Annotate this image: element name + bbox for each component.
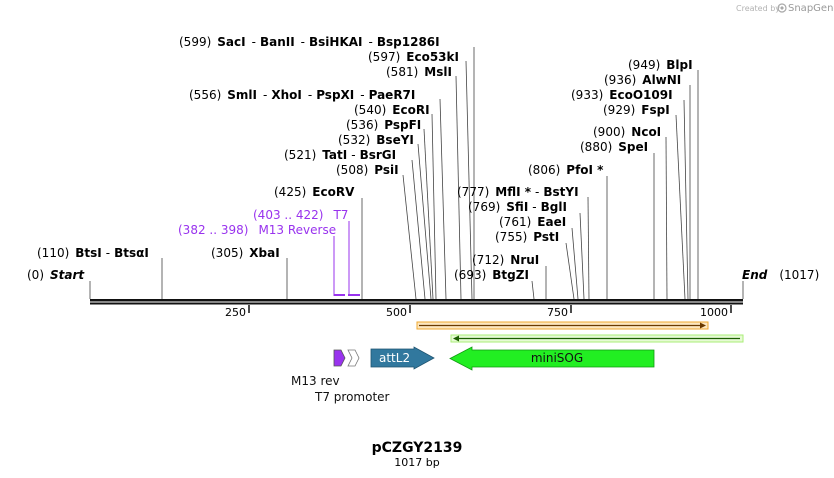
site-line-ncoi (665, 136, 668, 300)
site-label-eaei[interactable]: (761)EaeI (499, 215, 566, 229)
orf-forward-arrow-icon (700, 322, 706, 329)
site-label-psti[interactable]: (755)PstI (495, 230, 559, 244)
site-label-alwni[interactable]: (936)AlwNI (604, 73, 681, 87)
features: attL2 miniSOG M13 rev T7 promoter (291, 346, 655, 404)
site-label-psii[interactable]: (508)PsiI (336, 163, 399, 177)
site-label-tati[interactable]: (521)TatI-BsrGI (284, 148, 396, 162)
site-line-msli (455, 75, 462, 300)
snapgene-logo-icon (777, 3, 787, 13)
ruler-label-500: 500 (386, 306, 407, 319)
orf-reverse-arrow-icon (453, 335, 459, 342)
plasmid-length: 1017 bp (394, 456, 439, 469)
m13-rev-label: M13 rev (291, 374, 340, 388)
minisog-label: miniSOG (531, 351, 583, 365)
minisog-feature[interactable] (449, 346, 655, 371)
attl2-feature[interactable] (370, 346, 435, 370)
site-label-ecorv[interactable]: (425)EcoRV (274, 185, 355, 199)
created-by-label: Created by (736, 4, 780, 13)
site-label-ecori[interactable]: (540)EcoRI (354, 103, 430, 117)
site-label-ncoi[interactable]: (900)NcoI (593, 125, 661, 139)
plasmid-name: pCZGY2139 (372, 440, 463, 456)
backbone (90, 299, 743, 305)
site-label-btsi[interactable]: (110)BtsI-BtsαI (37, 246, 149, 260)
site-line-bseyi (417, 143, 432, 300)
end-label: End(1017) (742, 268, 819, 282)
primer-bar-t7[interactable] (348, 294, 360, 296)
site-label-msli[interactable]: (581)MslI (386, 65, 452, 79)
snapgene-branding: Created by SnapGene (736, 3, 834, 14)
site-label-nrui[interactable]: (712)NruI (472, 253, 539, 267)
site-label-blpi[interactable]: (949)BlpI (628, 58, 693, 72)
primer-label-t7[interactable]: (403 .. 422)T7 (253, 208, 348, 222)
site-line-ecori (431, 113, 437, 300)
site-line-smli (439, 98, 447, 300)
t7-promoter-arrow-icon[interactable] (347, 349, 360, 367)
backbone-bottom-strand (90, 302, 743, 305)
site-line-eaei (571, 227, 579, 300)
site-label-sfii[interactable]: (769)SfiI-BglI (468, 200, 567, 214)
site-label-xbai[interactable]: (305)XbaI (211, 246, 280, 260)
site-label-ecoo109i[interactable]: (933)EcoO109I (571, 88, 673, 102)
cut-site-labels: (110)BtsI-BtsαI (305)XbaI (425)EcoRV (50… (37, 35, 693, 282)
attl2-label: attL2 (379, 351, 410, 365)
start-label: (0)Start (27, 268, 85, 282)
site-line-mfli (587, 196, 590, 300)
ruler: 250 500 750 1000 (225, 305, 732, 319)
primers: (403 .. 422)T7 (382 .. 398)M13 Reverse (178, 208, 360, 296)
ruler-label-750: 750 (547, 306, 568, 319)
site-line-ecoo109i (683, 99, 689, 300)
ruler-label-250: 250 (225, 306, 246, 319)
site-line-btgzi (531, 280, 535, 300)
site-label-fspi[interactable]: (929)FspI (603, 103, 670, 117)
site-label-pspfi[interactable]: (536)PspFI (346, 118, 421, 132)
site-line-fspi (675, 114, 686, 300)
site-label-saci[interactable]: (599)SacI-BanII-BsiHKAI-Bsp1286I (179, 35, 440, 49)
site-line-psii (402, 174, 417, 300)
t7-promoter-label: T7 promoter (314, 390, 390, 404)
backbone-top-strand (90, 299, 743, 302)
snapgene-name: SnapGene (788, 3, 834, 14)
site-label-eco53ki[interactable]: (597)Eco53kI (368, 50, 459, 64)
cut-site-lines (161, 47, 699, 300)
primer-bar-m13-reverse[interactable] (334, 294, 345, 296)
site-line-sfii (579, 212, 585, 300)
site-label-mfli[interactable]: (777)MflI *-BstYI (457, 185, 579, 199)
site-label-smli[interactable]: (556)SmlI-XhoI-PspXI-PaeR7I (189, 88, 415, 102)
site-label-pfoi[interactable]: (806)PfoI * (528, 163, 604, 177)
ruler-label-1000: 1000 (700, 306, 728, 319)
primer-label-m13-reverse[interactable]: (382 .. 398)M13 Reverse (178, 223, 336, 237)
site-line-psti (565, 242, 575, 300)
site-line-pspfi (423, 128, 434, 300)
site-line-eco53ki (465, 60, 473, 300)
orfs (416, 321, 744, 343)
site-label-bseyi[interactable]: (532)BseYI (338, 133, 414, 147)
site-label-spei[interactable]: (880)SpeI (580, 140, 648, 154)
site-line-tati (411, 159, 426, 300)
site-label-btgzi[interactable]: (693)BtgZI (454, 268, 529, 282)
m13-rev-arrow-icon[interactable] (333, 349, 346, 367)
